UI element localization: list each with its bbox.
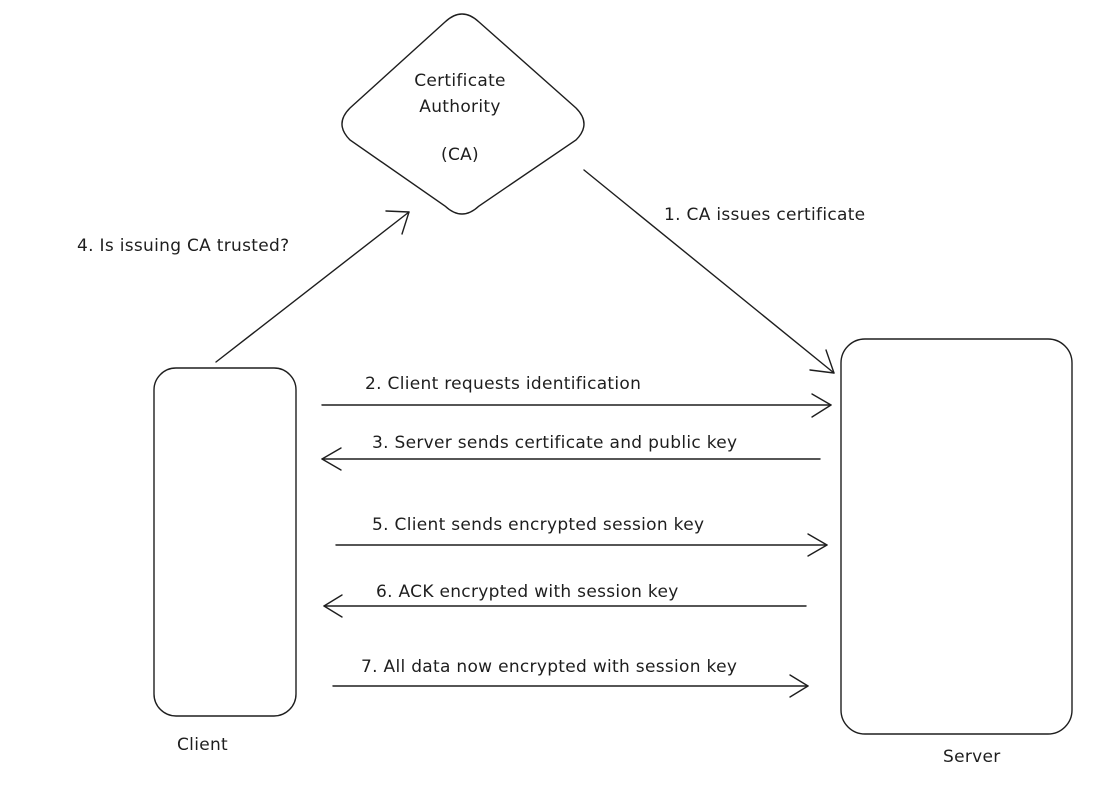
step-5-label: 5. Client sends encrypted session key xyxy=(372,515,704,535)
step-7-label: 7. All data now encrypted with session k… xyxy=(361,657,737,677)
client-node xyxy=(153,367,297,717)
step-2-label: 2. Client requests identification xyxy=(365,374,641,394)
step-6-label: 6. ACK encrypted with session key xyxy=(376,582,679,602)
arrow-step-4 xyxy=(215,210,410,363)
server-label: Server xyxy=(943,747,1001,767)
step-4-label: 4. Is issuing CA trusted? xyxy=(77,236,289,256)
ca-title-line2: Authority xyxy=(419,97,500,117)
client-label: Client xyxy=(177,735,228,755)
ca-title-line3: (CA) xyxy=(441,145,479,165)
arrow-step-1 xyxy=(583,169,835,374)
step-1-label: 1. CA issues certificate xyxy=(664,205,865,225)
arrow-step-2 xyxy=(321,393,832,418)
ca-node xyxy=(341,13,585,215)
arrow-step-6 xyxy=(323,594,807,618)
arrow-step-7 xyxy=(332,674,809,698)
server-node xyxy=(840,338,1073,735)
step-3-label: 3. Server sends certificate and public k… xyxy=(372,433,737,453)
arrow-step-3 xyxy=(321,447,821,471)
ca-title-line1: Certificate xyxy=(414,71,506,91)
arrow-step-5 xyxy=(335,533,828,557)
